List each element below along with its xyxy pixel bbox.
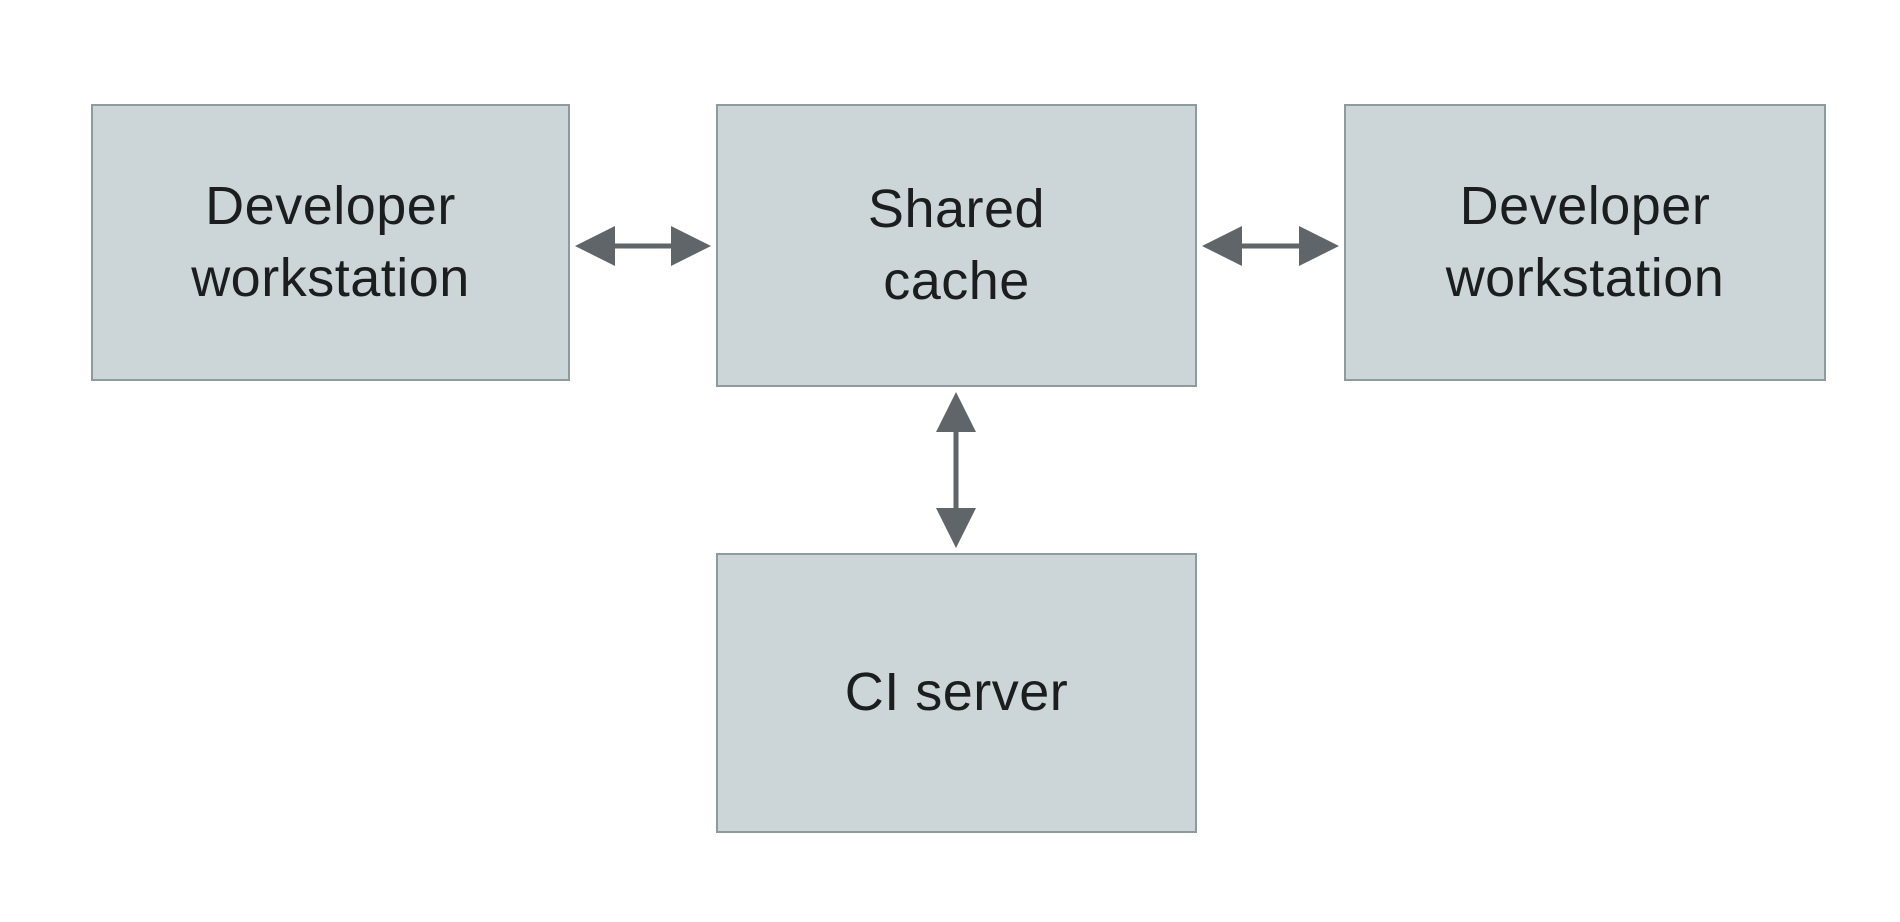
node-label: CI server [844, 662, 1069, 723]
node-shared-cache: Shared cache [716, 104, 1197, 387]
node-developer-workstation-left: Developer workstation [91, 104, 570, 381]
node-label: Shared cache [867, 179, 1046, 311]
node-label: Developer workstation [191, 176, 470, 308]
node-developer-workstation-right: Developer workstation [1344, 104, 1826, 381]
node-label: Developer workstation [1445, 176, 1725, 308]
node-ci-server: CI server [716, 553, 1197, 833]
